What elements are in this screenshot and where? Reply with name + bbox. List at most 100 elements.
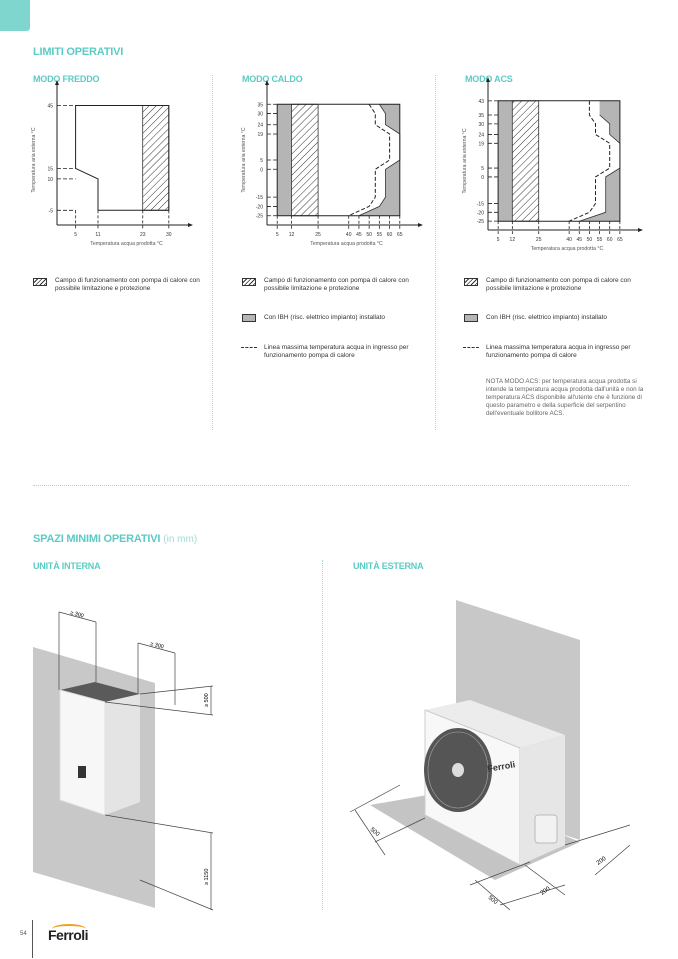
- y-tick-label: 30: [478, 122, 484, 128]
- x-tick-label: 45: [577, 237, 583, 243]
- acs-note: NOTA MODO ACS: per temperatura acqua pro…: [486, 378, 644, 417]
- dim-left-clearance: ≥ 300: [69, 610, 84, 619]
- max-inlet-temp-line: [348, 104, 391, 217]
- unit-side-face: [105, 694, 140, 815]
- ferroli-logo: Ferroli: [48, 924, 89, 943]
- hatch-swatch-icon: [33, 278, 47, 286]
- legend-gray-text: Con IBH (risc. elettrico impianto) insta…: [486, 314, 608, 321]
- page-number: 54: [20, 931, 27, 937]
- y-tick-label: 15: [47, 166, 53, 172]
- y-axis-title: Temperatura aria esterna °C: [31, 127, 37, 192]
- valve-cover: [534, 814, 558, 844]
- x-tick-label: 25: [315, 232, 321, 238]
- dim-top: ≥ 500: [204, 693, 210, 707]
- unit-brand-logo: Ferroli: [487, 759, 516, 774]
- x-axis-title: Temperatura acqua prodotta °C: [531, 246, 604, 252]
- x-tick-label: 45: [356, 232, 362, 238]
- legend-hatch-text: Campo di funzionamento con pompa di calo…: [264, 277, 409, 292]
- external-unit-title: UNITÀ ESTERNA: [353, 561, 424, 571]
- column-divider: [212, 75, 213, 430]
- section-title-limiti: LIMITI OPERATIVI: [33, 46, 124, 58]
- x-tick-label: 40: [566, 237, 572, 243]
- legend-dash-text: Linea massima temperatura acqua in ingre…: [486, 344, 631, 359]
- y-axis-arrow-icon: [265, 80, 269, 85]
- y-tick-label: 10: [47, 177, 53, 183]
- y-tick-label: -15: [256, 195, 263, 201]
- hatched-area: [142, 105, 170, 211]
- dimension-lines: [349, 784, 631, 911]
- x-tick-label: 65: [397, 232, 403, 238]
- dim-right-clearance: ≥ 300: [149, 641, 164, 650]
- unit-top-face: [60, 682, 140, 702]
- section-title-spazi-text: SPAZI MINIMI OPERATIVI: [33, 533, 161, 545]
- y-tick-label: 35: [478, 113, 484, 119]
- dash-line-icon: [241, 347, 257, 348]
- y-tick-label: 24: [478, 132, 484, 138]
- x-tick-label: 12: [289, 232, 295, 238]
- hatched-area: [511, 100, 540, 222]
- y-tick-label: -15: [477, 201, 484, 207]
- dim-side-bottom: 200: [540, 886, 552, 897]
- x-tick-label: 11: [95, 232, 100, 238]
- x-tick-label: 5: [497, 237, 500, 243]
- max-inlet-temp-line: [568, 100, 611, 222]
- mode-title-acs: MODO ACS: [465, 74, 513, 84]
- column-divider: [322, 560, 323, 910]
- x-tick-label: 30: [166, 232, 172, 238]
- gray-swatch-icon: [464, 314, 478, 322]
- section-title-unit: (in mm): [163, 534, 198, 545]
- x-tick-label: 23: [140, 232, 146, 238]
- x-tick-label: 60: [607, 237, 613, 243]
- y-tick-label: 0: [260, 167, 263, 173]
- y-tick-label: 24: [257, 123, 263, 129]
- unit-side-face: [520, 735, 565, 865]
- dim-side-right: 200: [596, 856, 608, 867]
- y-tick-label: -25: [256, 214, 263, 220]
- y-tick-label: 19: [257, 132, 263, 138]
- mode-title-freddo: MODO FREDDO: [33, 74, 100, 84]
- legend-dash-text: Linea massima temperatura acqua in ingre…: [264, 344, 409, 359]
- x-tick-label: 65: [617, 237, 623, 243]
- gray-swatch-icon: [242, 314, 256, 322]
- dim-front-left: 500: [369, 827, 381, 838]
- hatched-area: [291, 103, 319, 217]
- y-tick-label: -20: [477, 210, 484, 216]
- logo-swoosh-icon: [52, 924, 86, 934]
- x-axis-arrow-icon: [188, 223, 193, 227]
- x-axis-arrow-icon: [638, 228, 643, 232]
- logo-text: Ferroli: [48, 927, 89, 943]
- x-tick-label: 5: [74, 232, 77, 238]
- x-axis-title: Temperatura acqua prodotta °C: [90, 241, 163, 247]
- x-tick-label: 55: [377, 232, 383, 238]
- column-divider: [435, 75, 436, 430]
- dash-line-icon: [463, 347, 479, 348]
- x-tick-label: 55: [597, 237, 603, 243]
- y-tick-label: 43: [478, 99, 484, 105]
- hatch-swatch-icon: [242, 278, 256, 286]
- y-axis-title: Temperatura aria esterna °C: [462, 128, 468, 193]
- footer-divider: [32, 920, 33, 958]
- legend-hatch-text: Campo di funzionamento con pompa di calo…: [486, 277, 631, 292]
- ibh-area: [358, 104, 400, 216]
- x-tick-label: 12: [510, 237, 516, 243]
- ibh-area: [277, 104, 292, 216]
- hatch-swatch-icon: [464, 278, 478, 286]
- y-tick-label: -5: [49, 208, 54, 214]
- operating-outline: [276, 103, 401, 217]
- y-tick-label: 19: [478, 141, 484, 147]
- corner-tab: [0, 0, 30, 31]
- legend-gray-text: Con IBH (risc. elettrico impianto) insta…: [264, 314, 386, 321]
- y-tick-label: 0: [481, 175, 484, 181]
- dimension-lines: [58, 611, 214, 911]
- y-tick-label: 5: [481, 166, 484, 172]
- external-unit-illustration: Ferroli 500 500 200 200: [349, 600, 631, 911]
- internal-unit-title: UNITÀ INTERNA: [33, 561, 101, 571]
- y-tick-label: -25: [477, 219, 484, 225]
- y-axis-title: Temperatura aria esterna °C: [241, 127, 247, 192]
- unit-display-icon: [78, 766, 86, 778]
- x-tick-label: 60: [387, 232, 393, 238]
- section-divider: [33, 485, 629, 486]
- legend-hatch-text: Campo di funzionamento con pompa di calo…: [55, 277, 200, 292]
